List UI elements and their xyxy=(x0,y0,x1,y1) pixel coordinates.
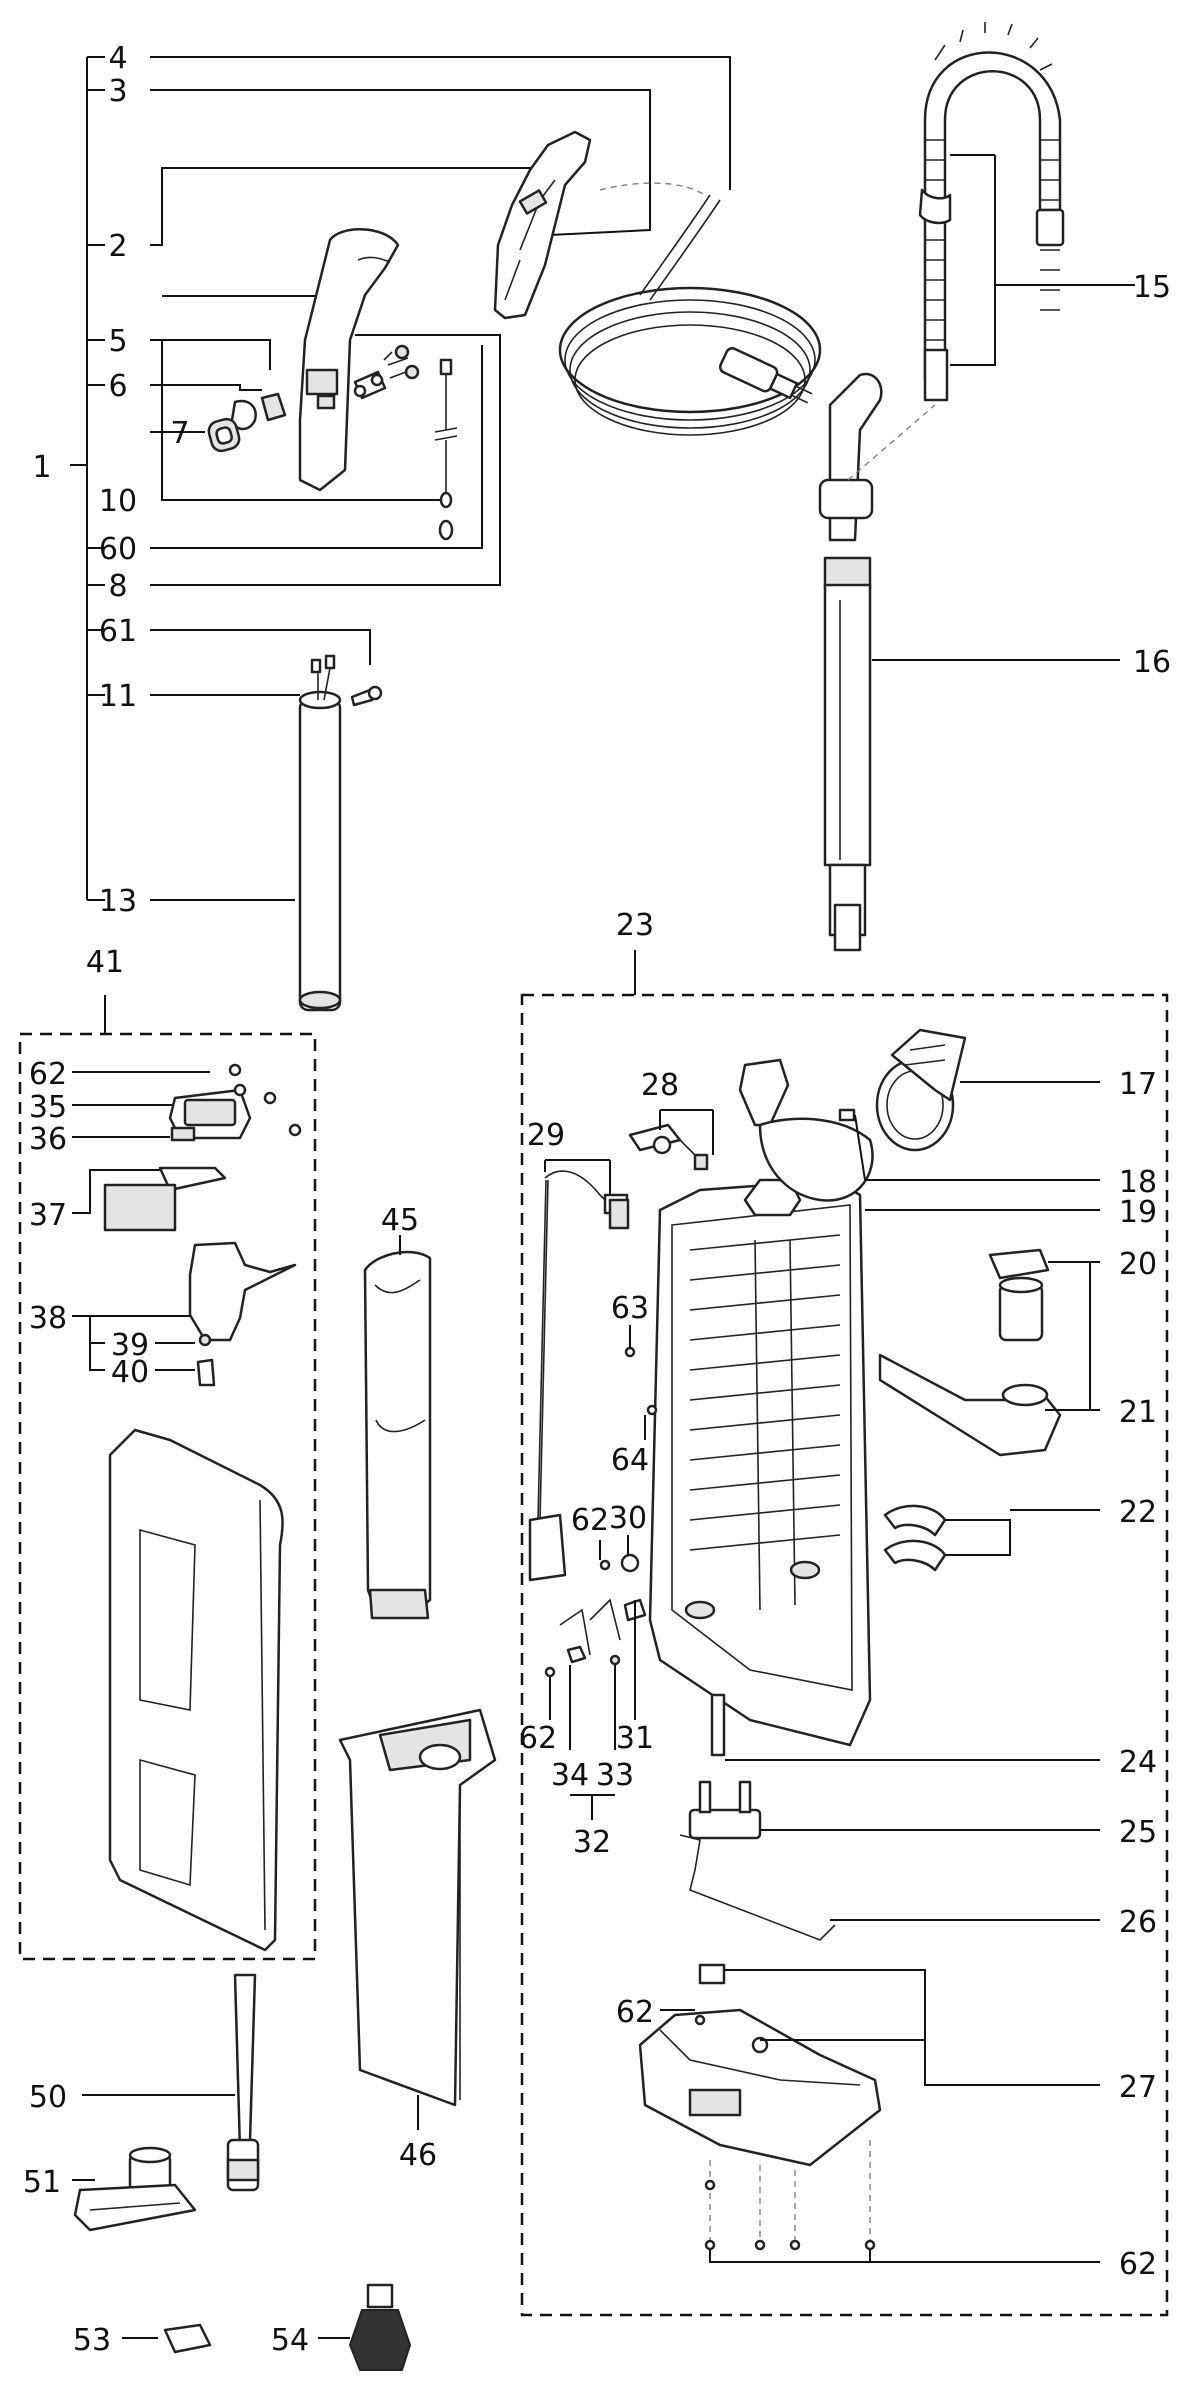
callout-35: 35 xyxy=(29,1090,67,1125)
callout-16: 16 xyxy=(1133,645,1171,680)
callout-62-base: 62 xyxy=(1119,2247,1157,2282)
crevice-tool-50 xyxy=(82,1973,260,2192)
callout-30: 30 xyxy=(609,1501,647,1536)
main-chassis xyxy=(648,1178,872,1747)
callout-62-group41: 62 xyxy=(29,1057,67,1092)
upholstery-tool-51 xyxy=(72,2146,197,2232)
group-41-parts xyxy=(103,1063,302,1952)
wire-lead-10 xyxy=(434,358,458,541)
clip-53 xyxy=(122,2323,212,2354)
callout-11: 11 xyxy=(99,679,137,714)
callout-10: 10 xyxy=(99,484,137,519)
callout-1: 1 xyxy=(32,450,51,485)
small-parts-30-34 xyxy=(544,1325,658,1820)
handle-tube-13 xyxy=(298,654,383,1012)
wire-harness-29 xyxy=(528,1159,630,1582)
callout-39: 39 xyxy=(111,1328,149,1363)
handle-upper xyxy=(298,228,400,492)
callout-38: 38 xyxy=(29,1301,67,1336)
callout-22: 22 xyxy=(1119,1495,1157,1530)
callout-4: 4 xyxy=(108,41,127,76)
callout-36: 36 xyxy=(29,1122,67,1157)
callout-40: 40 xyxy=(111,1355,149,1390)
callout-13: 13 xyxy=(99,884,137,919)
callout-21: 21 xyxy=(1119,1395,1157,1430)
callout-19: 19 xyxy=(1119,1195,1157,1230)
callout-54: 54 xyxy=(271,2323,309,2358)
top-assembly-18-19 xyxy=(738,1058,1100,1211)
callout-6: 6 xyxy=(108,369,127,404)
callout-62-left: 62 xyxy=(519,1721,557,1756)
clips-22 xyxy=(883,1504,1100,1572)
handle-wand-16 xyxy=(818,372,1120,952)
callout-2: 2 xyxy=(108,229,127,264)
callout-27: 27 xyxy=(1119,2070,1157,2105)
group-41-leaders xyxy=(72,995,210,1371)
callout-labels: 4 3 2 5 6 7 1 10 60 8 61 11 13 15 16 23 … xyxy=(23,41,1171,2358)
callout-53: 53 xyxy=(73,2323,111,2358)
handle-grip-top xyxy=(493,130,592,320)
callout-51: 51 xyxy=(23,2165,61,2200)
filter-bag-46 xyxy=(338,1708,497,2130)
base-27 xyxy=(638,1963,1100,2167)
callout-17: 17 xyxy=(1119,1067,1157,1102)
callout-46: 46 xyxy=(399,2138,437,2173)
callout-64: 64 xyxy=(611,1443,649,1478)
callout-18: 18 xyxy=(1119,1165,1157,1200)
callout-26: 26 xyxy=(1119,1905,1157,1940)
callout-25: 25 xyxy=(1119,1815,1157,1850)
callout-3: 3 xyxy=(108,74,127,109)
callout-20: 20 xyxy=(1119,1247,1157,1282)
callout-37: 37 xyxy=(29,1198,67,1233)
callout-33: 33 xyxy=(596,1758,634,1793)
filter-bag-45 xyxy=(363,1235,432,1620)
switch-28 xyxy=(628,1109,714,1171)
power-cord xyxy=(558,182,822,436)
group-41-box xyxy=(18,1032,317,1961)
callout-7: 7 xyxy=(170,416,189,451)
callout-8: 8 xyxy=(108,569,127,604)
coupling-20-21 xyxy=(878,1248,1100,1457)
callout-24: 24 xyxy=(1119,1745,1157,1780)
callout-62-base-left: 62 xyxy=(616,1995,654,2030)
callout-31: 31 xyxy=(616,1721,654,1756)
callout-34: 34 xyxy=(551,1758,589,1793)
callout-29: 29 xyxy=(527,1118,565,1153)
callout-45: 45 xyxy=(381,1203,419,1238)
callout-61: 61 xyxy=(99,614,137,649)
pedal-parts-24-26 xyxy=(679,1693,1100,1941)
group-23-box xyxy=(520,993,1169,2317)
hose-15 xyxy=(918,22,1135,402)
base-screws-62 xyxy=(704,2140,1100,2263)
clamp-and-screws xyxy=(353,344,420,400)
callout-63: 63 xyxy=(611,1291,649,1326)
callout-23: 23 xyxy=(616,908,654,943)
adapter-17 xyxy=(875,1028,1100,1152)
callout-32: 32 xyxy=(573,1825,611,1860)
small-parts-5-6-7 xyxy=(207,392,287,453)
callout-41: 41 xyxy=(86,945,124,980)
callout-50: 50 xyxy=(29,2080,67,2115)
callout-28: 28 xyxy=(641,1068,679,1103)
bottle-54 xyxy=(318,2283,412,2371)
callout-62-mid: 62 xyxy=(571,1503,609,1538)
callout-leaders-top xyxy=(150,56,731,901)
callout-5: 5 xyxy=(108,324,127,359)
group-1-bracket xyxy=(70,56,105,901)
callout-15: 15 xyxy=(1133,270,1171,305)
callout-60: 60 xyxy=(99,532,137,567)
